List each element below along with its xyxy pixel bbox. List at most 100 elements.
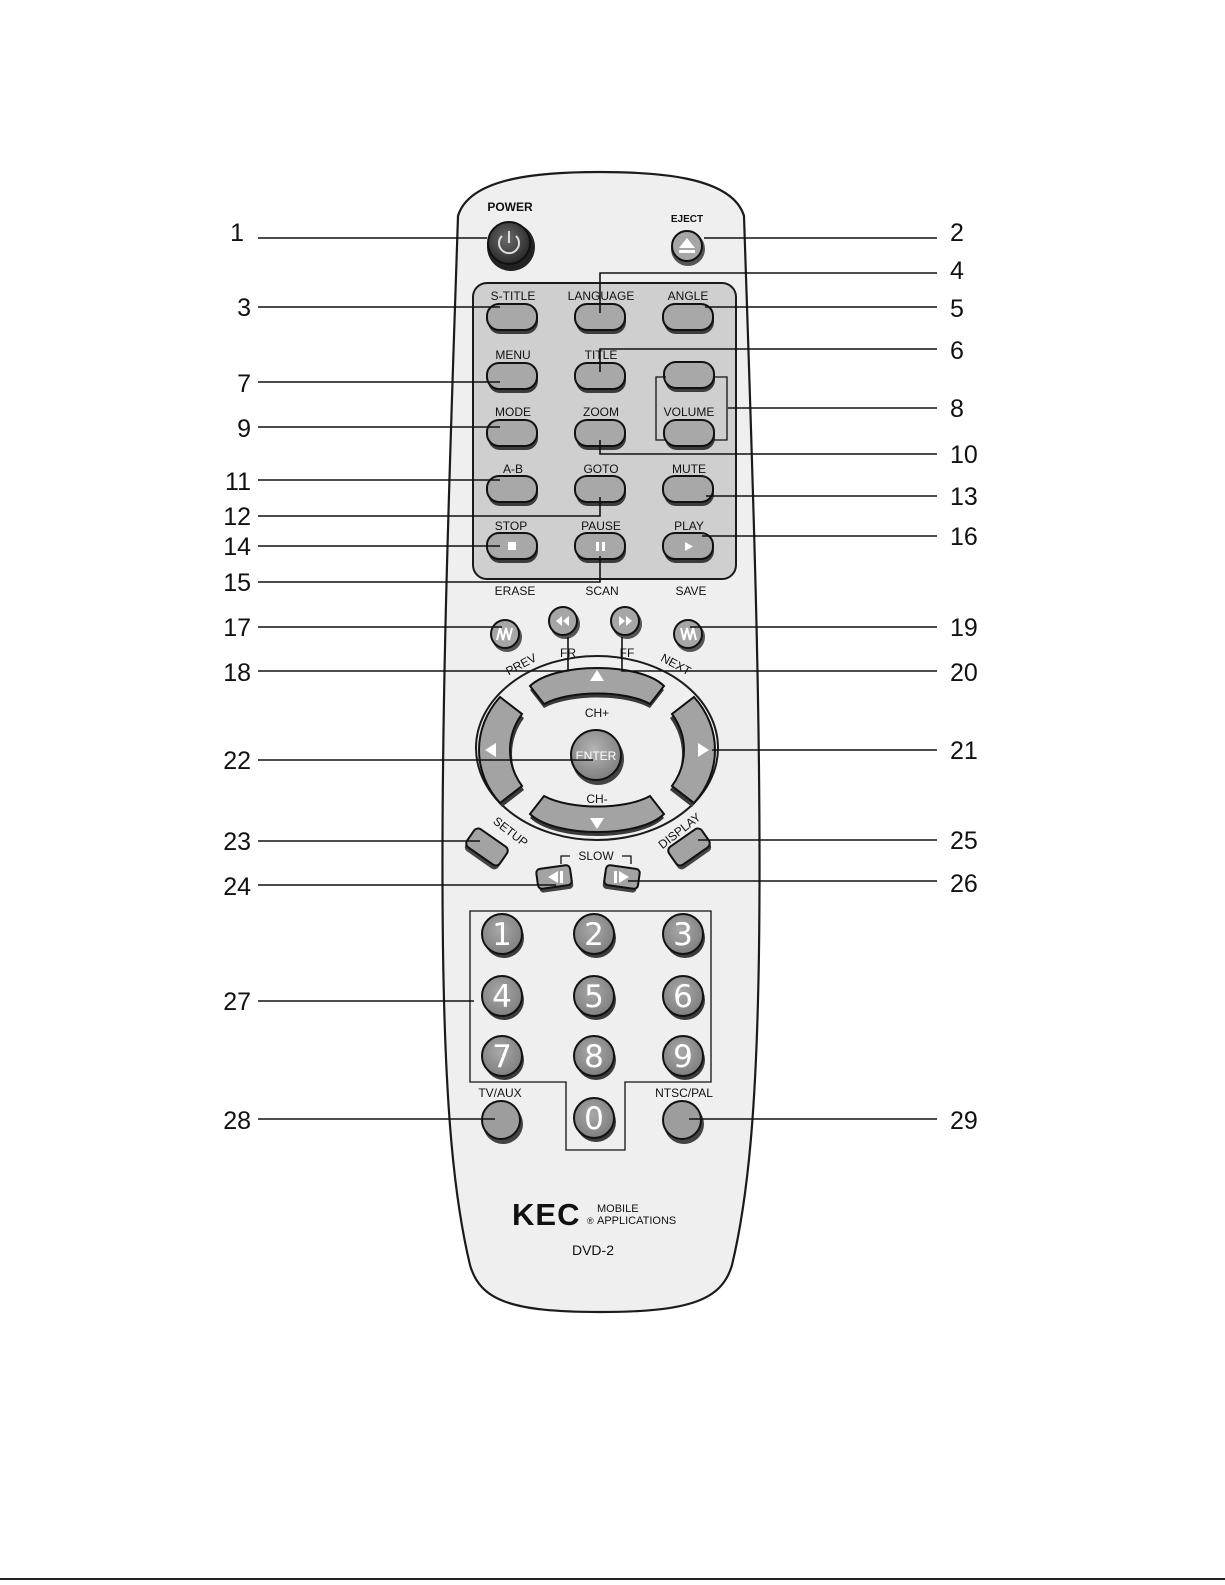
callout-number-22: 22 — [223, 747, 251, 775]
power-button[interactable] — [487, 221, 535, 271]
model-name: DVD-2 — [572, 1242, 614, 1258]
ch-minus-label: CH- — [586, 792, 607, 806]
next-button[interactable] — [673, 619, 705, 652]
erase-label: ERASE — [495, 584, 536, 598]
slow-reverse-icon — [548, 871, 563, 883]
angle-button[interactable] — [662, 303, 714, 334]
callout-number-20: 20 — [950, 659, 978, 687]
slow-forward-button[interactable] — [602, 864, 641, 893]
mode-label: MODE — [495, 405, 531, 419]
callout-number-18: 18 — [223, 659, 251, 687]
callout-number-8: 8 — [950, 395, 964, 423]
digit-label-1: 1 — [492, 917, 512, 953]
display-button[interactable] — [666, 827, 713, 872]
left-arrow-icon — [485, 743, 496, 757]
ff-button[interactable] — [610, 606, 642, 639]
callout-number-25: 25 — [950, 827, 978, 855]
callout-number-1: 1 — [230, 219, 244, 247]
pause-button[interactable] — [574, 532, 626, 563]
stop-icon — [508, 542, 516, 550]
digit-label-6: 6 — [673, 979, 693, 1015]
enter-label: ENTER — [576, 749, 617, 763]
digit-label-7: 7 — [492, 1039, 512, 1075]
digit-label-9: 9 — [673, 1039, 693, 1075]
ab-label: A-B — [503, 462, 523, 476]
digit-button-8[interactable]: 8 — [573, 1035, 616, 1080]
nav-left-button[interactable] — [478, 695, 524, 807]
brand-subtitle-2: APPLICATIONS — [597, 1215, 676, 1227]
slow-forward-icon — [614, 871, 629, 883]
callout-number-3: 3 — [237, 294, 251, 322]
volume-bracket — [655, 376, 728, 441]
digit-button-6[interactable]: 6 — [662, 975, 705, 1020]
callout-number-10: 10 — [950, 441, 978, 469]
angle-label: ANGLE — [668, 289, 709, 303]
menu-label: MENU — [495, 348, 530, 362]
fr-button[interactable] — [548, 606, 580, 639]
title-button[interactable] — [574, 362, 626, 393]
pause-icon — [596, 542, 605, 551]
digit-button-2[interactable]: 2 — [573, 913, 616, 958]
tv-aux-button[interactable] — [481, 1100, 523, 1144]
number-pad-frame — [469, 910, 712, 1151]
down-arrow-icon — [590, 818, 604, 829]
menu-button[interactable] — [486, 362, 538, 393]
callout-number-4: 4 — [950, 257, 964, 285]
callout-number-12: 12 — [223, 503, 251, 531]
callout-number-24: 24 — [223, 873, 251, 901]
mute-button[interactable] — [662, 475, 714, 506]
digit-label-8: 8 — [584, 1039, 604, 1075]
ntsc-pal-button[interactable] — [662, 1100, 704, 1144]
callout-number-2: 2 — [950, 219, 964, 247]
ab-button[interactable] — [486, 475, 538, 506]
digit-button-3[interactable]: 3 — [662, 913, 705, 958]
play-label: PLAY — [674, 519, 704, 533]
slow-bracket — [560, 855, 632, 864]
fast-forward-icon — [619, 616, 632, 626]
digit-button-1[interactable]: 1 — [481, 913, 524, 958]
zoom-button[interactable] — [574, 419, 626, 450]
callout-number-14: 14 — [223, 533, 251, 561]
callout-number-6: 6 — [950, 337, 964, 365]
brand-logo: KEC — [512, 1197, 580, 1232]
eject-button[interactable] — [671, 230, 705, 266]
digit-button-0[interactable]: 0 — [573, 1097, 616, 1142]
callout-number-5: 5 — [950, 295, 964, 323]
callout-number-21: 21 — [950, 737, 978, 765]
stop-label: STOP — [495, 519, 527, 533]
slow-reverse-button[interactable] — [535, 864, 574, 893]
up-arrow-icon — [590, 670, 604, 681]
digit-button-5[interactable]: 5 — [573, 975, 616, 1020]
next-icon — [680, 627, 697, 641]
callout-line-4 — [599, 272, 937, 313]
callout-number-16: 16 — [950, 523, 978, 551]
callout-number-13: 13 — [950, 483, 978, 511]
volume-down-button[interactable] — [663, 419, 715, 450]
enter-button[interactable]: ENTER — [570, 729, 624, 785]
prev-icon — [496, 627, 513, 641]
callout-number-26: 26 — [950, 870, 978, 898]
digit-label-5: 5 — [584, 979, 604, 1015]
mute-label: MUTE — [672, 462, 706, 476]
language-button[interactable] — [574, 303, 626, 334]
nav-down-button[interactable] — [528, 794, 666, 836]
callout-number-15: 15 — [223, 569, 251, 597]
nav-up-button[interactable] — [528, 667, 666, 708]
save-label: SAVE — [675, 584, 706, 598]
registered-mark: ® — [587, 1216, 594, 1226]
goto-button[interactable] — [574, 475, 626, 506]
digit-button-9[interactable]: 9 — [662, 1035, 705, 1080]
ff-label: FF — [620, 646, 635, 660]
digit-button-7[interactable]: 7 — [481, 1035, 524, 1080]
callout-line-15 — [258, 556, 601, 583]
s-title-button[interactable] — [486, 303, 538, 334]
scan-label: SCAN — [585, 584, 618, 598]
volume-up-button[interactable] — [663, 361, 715, 392]
mode-button[interactable] — [486, 419, 538, 450]
title-label: TITLE — [585, 348, 618, 362]
tv-aux-label: TV/AUX — [478, 1086, 521, 1100]
right-arrow-icon — [698, 743, 709, 757]
nav-right-button[interactable] — [670, 695, 716, 807]
digit-button-4[interactable]: 4 — [481, 975, 524, 1020]
callout-number-28: 28 — [223, 1107, 251, 1135]
